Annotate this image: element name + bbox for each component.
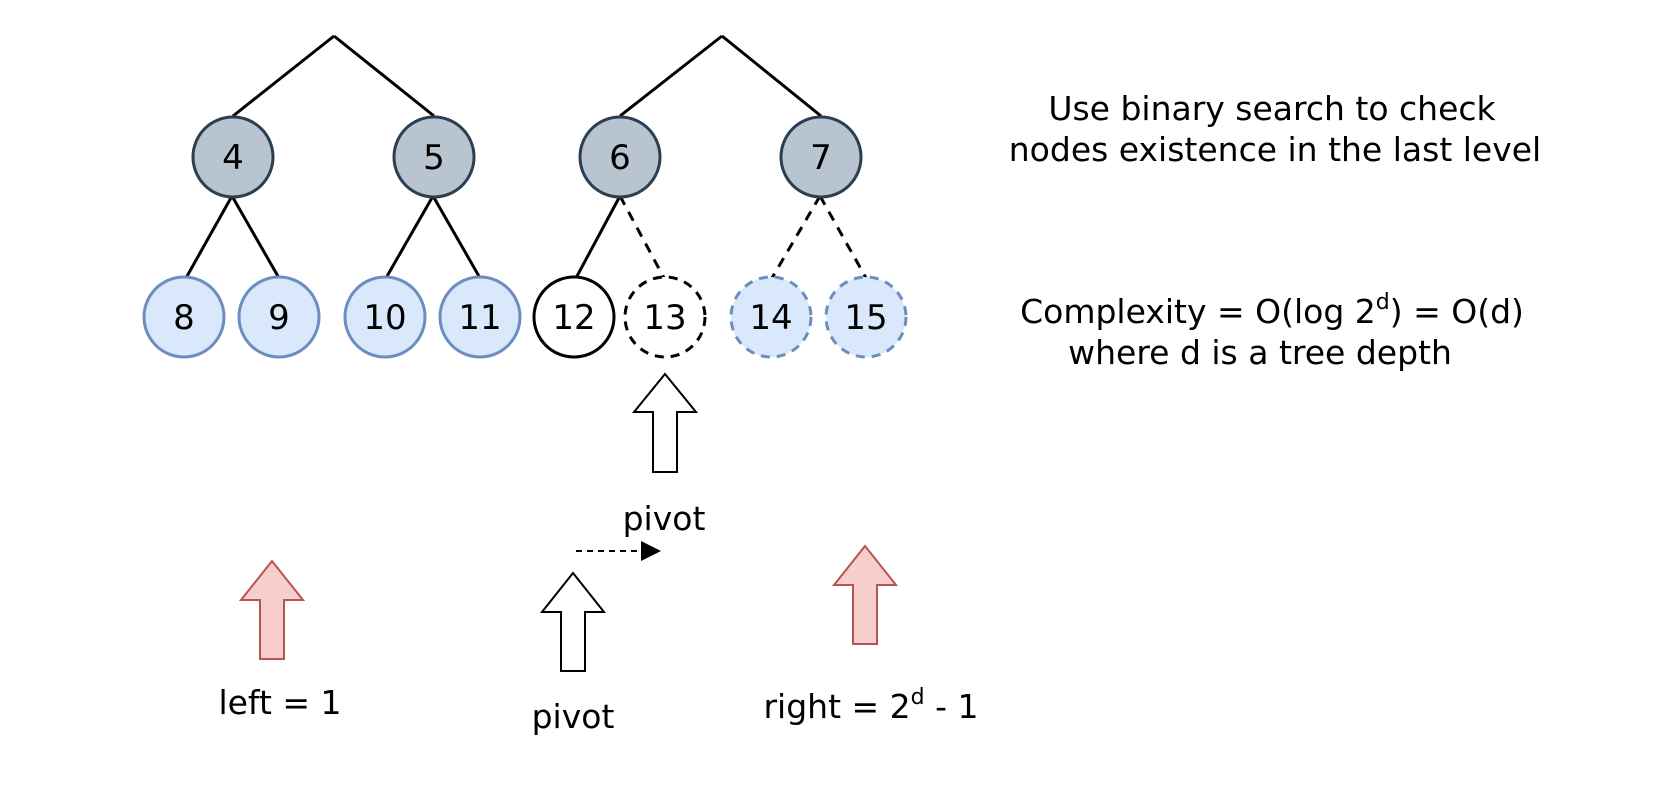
node-13: 13 [623,275,707,359]
complexity-line2: where d is a tree depth [1068,333,1452,372]
complexity-line1: Complexity = O(log 2d) = O(d) [1020,290,1524,331]
node-11: 11 [438,275,522,359]
right-arrow [831,544,899,645]
left-label: left = 1 [218,683,341,722]
complexity-sup: d [1376,290,1390,315]
node-13-label: 13 [643,298,686,338]
node-5: 5 [392,115,476,199]
node-9: 9 [237,275,321,359]
complexity-suffix: ) = O(d) [1390,292,1524,331]
complexity-prefix: Complexity = O(log 2 [1020,292,1376,331]
leaf-nodes: 8 9 10 11 12 13 14 15 [142,275,908,359]
pivot-arrow-lower [539,571,607,672]
node-15: 15 [824,275,908,359]
node-5-label: 5 [423,138,445,178]
left-arrow [238,559,306,660]
edge-top-left-to-5 [333,34,435,118]
edge-5-to-10 [384,195,435,279]
right-label-prefix: right = 2 [763,687,910,726]
pivot-arrow-upper [631,372,699,473]
edge-top-right-to-6 [619,34,723,118]
right-label: right = 2d - 1 [763,685,978,726]
edge-top-left-to-4 [232,34,335,118]
node-14-label: 14 [749,298,792,338]
edge-4-to-8 [184,195,234,279]
edge-6-to-13 [618,195,666,279]
pivot-label-upper: pivot [623,499,706,538]
edge-7-to-15 [818,195,868,279]
node-4-label: 4 [222,138,244,178]
binary-search-note-line1: Use binary search to check [1048,89,1496,128]
right-label-sup: d [911,685,925,710]
node-12-label: 12 [552,298,595,338]
internal-nodes: 4 5 6 7 [191,115,863,199]
node-6-label: 6 [609,138,631,178]
node-10: 10 [343,275,427,359]
node-8: 8 [142,275,226,359]
edge-6-to-12 [574,195,622,279]
edge-4-to-9 [230,195,281,279]
binary-search-note-line2: nodes existence in the last level [1009,130,1541,169]
edge-top-right-to-7 [721,34,822,118]
node-11-label: 11 [458,298,501,338]
node-15-label: 15 [844,298,887,338]
pivot-label-lower: pivot [532,697,615,736]
upper-edges [232,34,822,118]
node-10-label: 10 [363,298,406,338]
node-12: 12 [532,275,616,359]
node-9-label: 9 [268,298,290,338]
edge-5-to-11 [431,195,482,279]
node-14: 14 [729,275,813,359]
lower-edges [184,195,868,279]
edge-7-to-14 [770,195,822,279]
node-8-label: 8 [173,298,195,338]
node-7: 7 [779,115,863,199]
node-6: 6 [578,115,662,199]
node-7-label: 7 [810,138,832,178]
right-label-suffix: - 1 [925,687,979,726]
node-4: 4 [191,115,275,199]
